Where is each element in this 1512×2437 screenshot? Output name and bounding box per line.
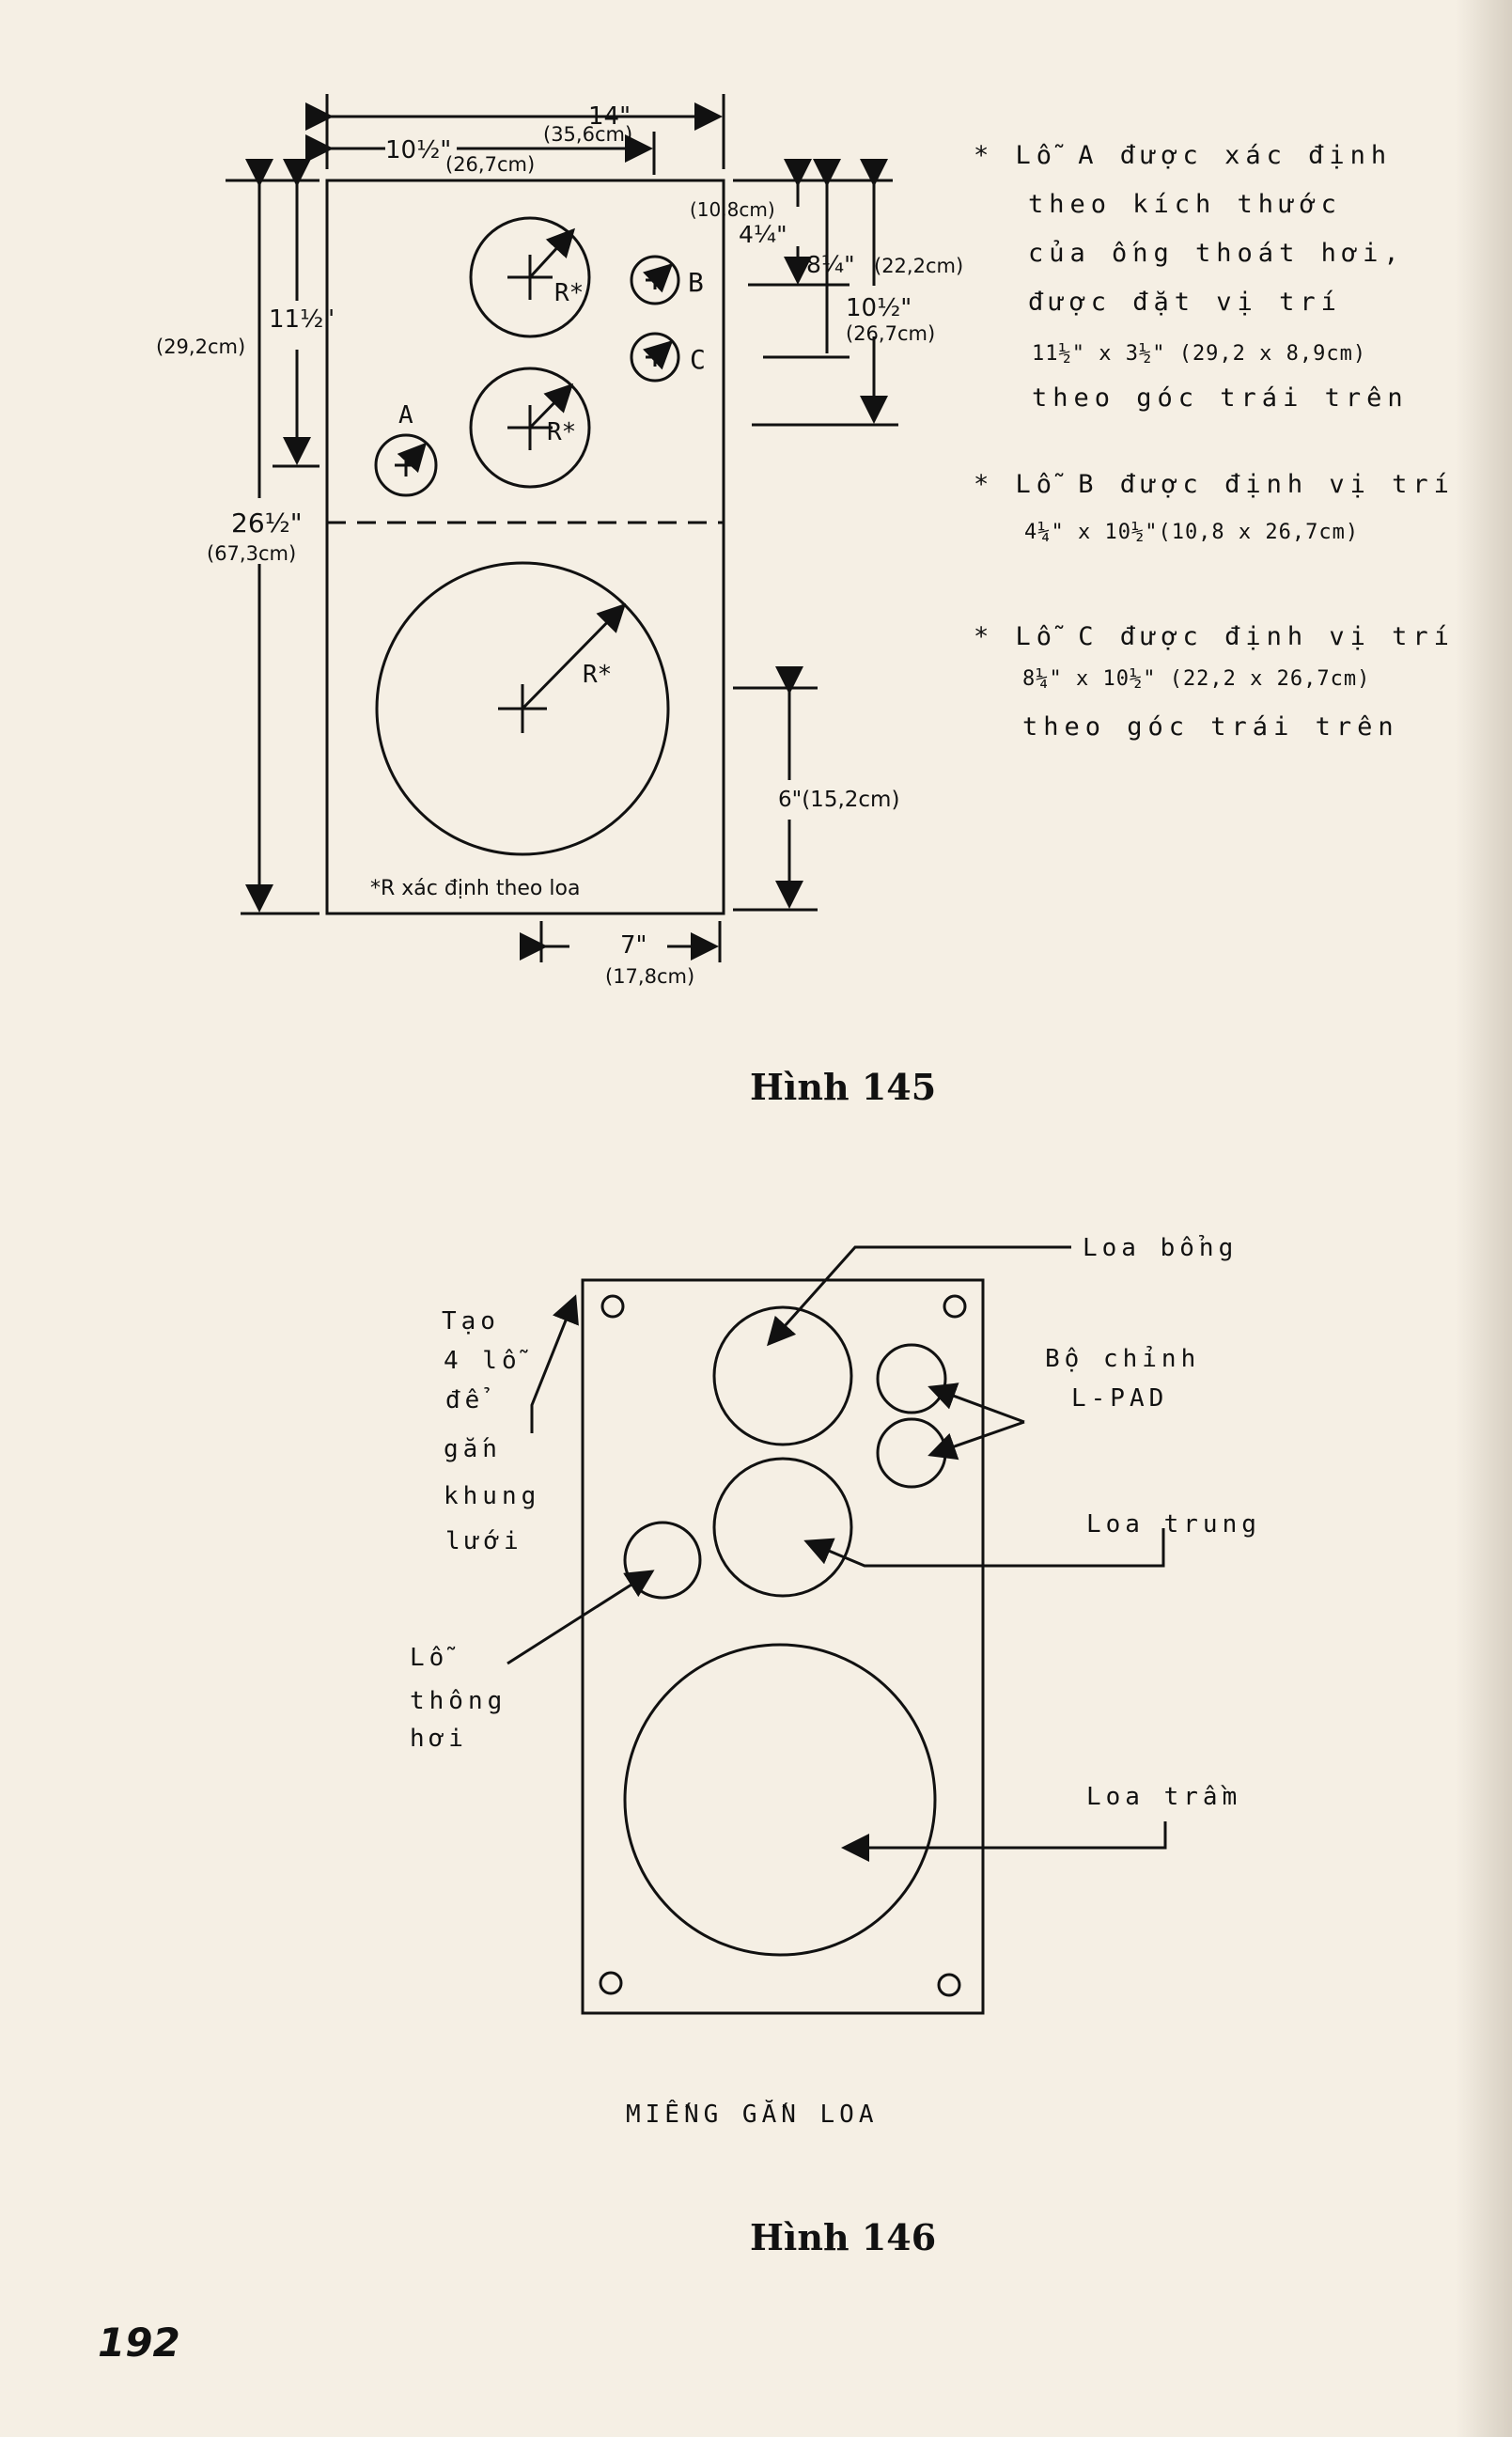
dim-width-10h-cm: (26,7cm) bbox=[445, 153, 535, 176]
hole-woofer bbox=[375, 561, 670, 856]
label-midrange: Loa trung bbox=[1086, 1510, 1261, 1539]
mount-hole-bottom-right bbox=[937, 1973, 961, 1997]
label-vent-3: hơi bbox=[410, 1725, 468, 1753]
figure-145-caption: Hình 145 bbox=[750, 1066, 937, 1108]
label-tao-3: để bbox=[445, 1386, 490, 1414]
label-woofer: Loa trầm bbox=[1086, 1783, 1241, 1811]
label-lpad-2: L-PAD bbox=[1071, 1384, 1168, 1413]
label-r-tweeter: R* bbox=[554, 279, 584, 307]
note-a-line5: 11½" x 3½" (29,2 x 8,9cm) bbox=[1032, 342, 1367, 366]
note-a-line6: theo góc trái trên bbox=[1032, 383, 1409, 413]
dim-height-26h: 26½" bbox=[231, 508, 303, 539]
radius-footnote: *R xác định theo loa bbox=[370, 877, 580, 900]
vent-cutout bbox=[623, 1521, 702, 1600]
label-a: A bbox=[398, 401, 413, 430]
dim-right-4q: 4¼" bbox=[739, 221, 787, 248]
label-tweeter: Loa bổng bbox=[1083, 1234, 1238, 1262]
note-c-line2: 8¼" x 10½" (22,2 x 26,7cm) bbox=[1022, 667, 1371, 691]
dim-width-14-cm: (35,6cm) bbox=[543, 123, 632, 146]
note-b-line1: * Lỗ B được định vị trí bbox=[974, 470, 1455, 499]
woofer-cutout bbox=[623, 1643, 937, 1957]
hole-c bbox=[630, 332, 680, 383]
dim-width-10h: 10½" bbox=[385, 136, 451, 164]
dim-right-267cm: (26,7cm) bbox=[846, 322, 935, 345]
note-a-line3: của ống thoát hơi, bbox=[1028, 239, 1405, 268]
figure-146-caption: Hình 146 bbox=[750, 2216, 937, 2258]
dim-bottom-178cm: (17,8cm) bbox=[605, 965, 694, 988]
dim-bottom-6: 6"(15,2cm) bbox=[778, 788, 899, 812]
label-r-midrange: R* bbox=[547, 418, 576, 446]
label-tao-2: 4 lỗ bbox=[444, 1347, 529, 1375]
dim-right-108cm: (10,8cm) bbox=[690, 198, 775, 221]
note-a-line4: được đặt vị trí bbox=[1028, 288, 1342, 317]
speaker-baffle-panel bbox=[581, 1278, 985, 2015]
mount-hole-top-right bbox=[943, 1294, 967, 1319]
dim-height-67cm: (67,3cm) bbox=[207, 542, 296, 565]
mount-hole-bottom-left bbox=[599, 1971, 623, 1995]
cabinet-front-panel bbox=[325, 179, 725, 915]
dim-height-29cm: (29,2cm) bbox=[156, 336, 245, 358]
label-vent-2: thông bbox=[410, 1687, 507, 1715]
label-tao-1: Tạo bbox=[442, 1307, 500, 1336]
label-r-woofer: R* bbox=[583, 661, 612, 689]
hole-tweeter bbox=[469, 216, 591, 338]
dim-right-10h: 10½" bbox=[846, 294, 912, 322]
dim-right-8q: 8¼" bbox=[806, 251, 855, 278]
lpad-cutout-upper bbox=[876, 1343, 947, 1414]
dim-width-14: 14" bbox=[588, 102, 631, 131]
mount-hole-top-left bbox=[600, 1294, 625, 1319]
label-tao-5: khung bbox=[444, 1482, 540, 1510]
note-c-line1: * Lỗ C được định vị trí bbox=[974, 622, 1455, 651]
dim-height-11h: 11½" bbox=[269, 305, 335, 334]
dim-right-222cm: (22,2cm) bbox=[874, 255, 963, 277]
label-tao-4: gắn bbox=[444, 1435, 502, 1463]
midrange-cutout bbox=[712, 1457, 853, 1598]
hole-a bbox=[374, 433, 438, 497]
hole-b bbox=[630, 255, 680, 305]
note-a-line1: * Lỗ A được xác định bbox=[974, 141, 1393, 170]
label-b: B bbox=[688, 267, 704, 298]
tweeter-cutout bbox=[712, 1305, 853, 1446]
page-number: 192 bbox=[98, 2320, 180, 2366]
page-binding-shadow bbox=[1456, 0, 1512, 2437]
dim-bottom-7: 7" bbox=[620, 931, 647, 960]
note-b-line2: 4¼" x 10½"(10,8 x 26,7cm) bbox=[1024, 521, 1360, 544]
hole-midrange bbox=[469, 367, 591, 489]
figure-146-title: MIẾNG GẮN LOA bbox=[626, 2099, 879, 2129]
label-c: C bbox=[690, 344, 706, 375]
label-vent-1: Lỗ bbox=[410, 1644, 456, 1672]
label-lpad-1: Bộ chỉnh bbox=[1045, 1345, 1200, 1373]
note-a-line2: theo kích thước bbox=[1028, 190, 1342, 219]
note-c-line3: theo góc trái trên bbox=[1022, 712, 1399, 742]
label-tao-6: lưới bbox=[445, 1527, 523, 1555]
